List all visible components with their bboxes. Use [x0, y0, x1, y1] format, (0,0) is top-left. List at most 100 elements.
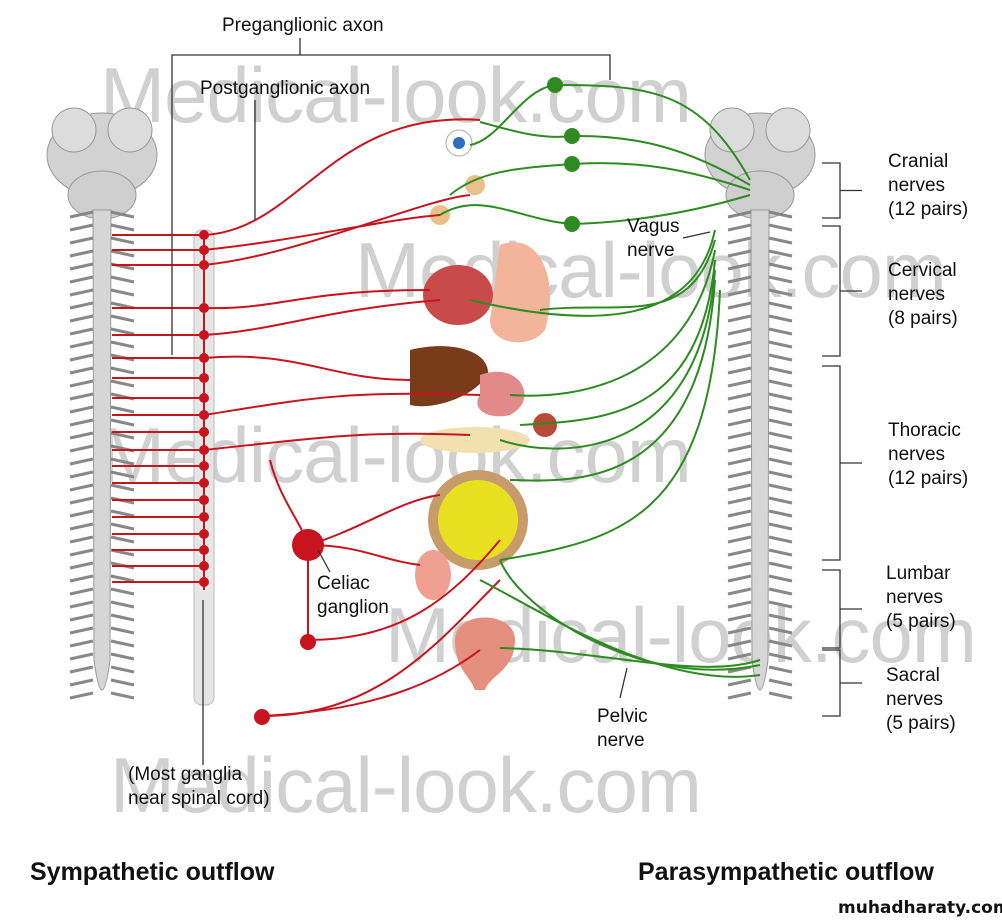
spinal-nerve-tick [110, 509, 135, 518]
spinal-nerve-tick [768, 496, 793, 505]
spinal-nerve-tick [69, 639, 94, 648]
nerve-group-bracket [822, 649, 862, 717]
spinal-nerve-tick [768, 470, 793, 479]
spinal-nerve-tick [110, 340, 135, 349]
spinal-nerve-tick [110, 652, 135, 661]
parasympathetic-fiber [539, 239, 716, 311]
spinal-nerve-tick [69, 366, 94, 375]
vagus-leader [682, 231, 711, 239]
spinal-nerve-tick [727, 574, 752, 583]
organs [410, 129, 557, 690]
spinal-nerve-tick [110, 639, 135, 648]
spinal-nerve-tick [727, 587, 752, 596]
spinal-nerve-tick [768, 652, 793, 661]
celiac-ganglion [292, 529, 324, 561]
sympathetic-outflow-title: Sympathetic outflow [30, 858, 275, 886]
nerve-group-bracket [822, 365, 862, 561]
spinal-nerve-tick [727, 262, 752, 271]
parasympathetic-nerves [439, 77, 761, 678]
spinal-nerve-tick [768, 340, 793, 349]
spinal-nerve-tick [768, 587, 793, 596]
spinal-nerve-tick [727, 522, 752, 531]
spinal-nerve-tick [110, 691, 135, 700]
sympathetic-nerves [112, 118, 501, 725]
spinal-nerve-tick [768, 483, 793, 492]
parasympathetic-fiber [499, 269, 716, 450]
spinal-nerve-tick [69, 678, 94, 687]
spinal-nerve-tick [768, 366, 793, 375]
spinal-nerve-tick [768, 691, 793, 700]
lung [490, 242, 550, 343]
lacrimal-gland [465, 175, 485, 195]
thoracic-nerves-label: Thoracic nerves (12 pairs) [888, 420, 969, 489]
spinal-nerve-tick [110, 665, 135, 674]
spinal-nerve-tick [110, 678, 135, 687]
spinal-nerve-tick [110, 275, 135, 284]
spinal-nerve-tick [69, 314, 94, 323]
spinal-nerve-tick [110, 587, 135, 596]
spinal-nerve-tick [69, 223, 94, 232]
heart [423, 265, 493, 325]
sacral-nerves-label: Sacral nerves (5 pairs) [886, 665, 956, 734]
spinal-nerve-tick [110, 613, 135, 622]
spinal-nerve-tick [727, 249, 752, 258]
spinal-nerve-tick [69, 613, 94, 622]
stomach [477, 371, 525, 417]
postganglionic-fiber [203, 289, 431, 310]
spinal-nerve-tick [727, 314, 752, 323]
spinal-nerve-tick [727, 652, 752, 661]
spleen [533, 413, 557, 437]
spinal-nerve-tick [110, 249, 135, 258]
spinal-nerve-tick [69, 392, 94, 401]
spinal-nerve-tick [768, 223, 793, 232]
liver [410, 346, 489, 407]
brain-lobe [765, 107, 811, 153]
spinal-nerve-tick [768, 236, 793, 245]
spinal-nerve-tick [768, 522, 793, 531]
spinal-nerve-tick [69, 236, 94, 245]
spinal-nerve-tick [768, 600, 793, 609]
mesenteric-ganglion [300, 634, 316, 650]
preganglionic-leader [171, 38, 611, 355]
parasympathetic-ganglion [564, 216, 580, 232]
spinal-nerve-tick [110, 288, 135, 297]
spinal-nerve-tick [768, 210, 793, 219]
label-leaders [171, 38, 711, 765]
pancreas [420, 427, 530, 453]
pelvic-nerve-label: Pelvic nerve [597, 706, 648, 751]
spinal-nerve-tick [727, 678, 752, 687]
spinal-nerve-tick [727, 275, 752, 284]
spinal-nerve-tick [69, 652, 94, 661]
spinal-nerve-tick [768, 665, 793, 674]
postganglionic-fiber [203, 392, 481, 416]
spinal-nerve-tick [727, 535, 752, 544]
postganglionic-fiber [261, 649, 481, 717]
spinal-nerve-tick [69, 340, 94, 349]
spinal-nerve-tick [110, 314, 135, 323]
parasympathetic-fiber [519, 259, 716, 426]
postganglionic-fiber [203, 194, 471, 266]
spinal-nerve-tick [69, 249, 94, 258]
spinal-nerve-tick [727, 613, 752, 622]
brain-lobe [51, 107, 97, 153]
spinal-nerve-tick [727, 366, 752, 375]
nerve-brackets [822, 162, 862, 717]
parasympathetic-fiber [479, 579, 761, 678]
spinal-nerve-tick [768, 613, 793, 622]
spinal-nerve-tick [768, 379, 793, 388]
spinal-nerve-tick [69, 275, 94, 284]
spinal-nerve-tick [69, 210, 94, 219]
spinal-nerve-tick [768, 418, 793, 427]
postganglionic-fiber [307, 539, 501, 641]
spinal-nerve-tick [727, 470, 752, 479]
spinal-nerve-tick [69, 288, 94, 297]
parasympathetic-fiber [571, 194, 751, 225]
spinal-nerve-tick [110, 431, 135, 440]
celiac-leader [317, 549, 331, 573]
spinal-nerve-tick [727, 431, 752, 440]
spinal-nerve-tick [727, 340, 752, 349]
spinal-nerve-tick [69, 444, 94, 453]
spinal-nerve-tick [727, 457, 752, 466]
postganglionic-fiber [203, 355, 411, 381]
eye-iris [453, 137, 465, 149]
